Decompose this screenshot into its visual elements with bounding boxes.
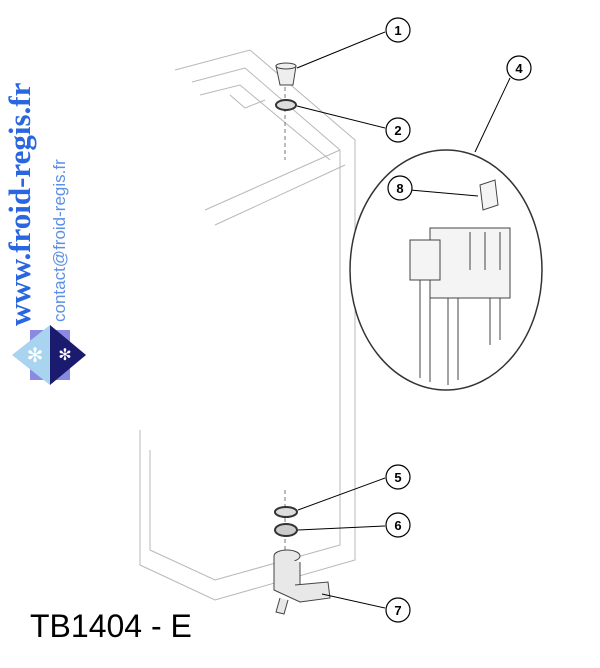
callout-1: 1 [394,23,401,38]
watermark-email: contact@froid-regis.fr [50,159,69,322]
callout-4: 4 [515,61,523,76]
callout-2: 2 [394,123,401,138]
part-7-drain-fitting [273,549,331,615]
callout-bubbles [385,17,532,623]
svg-text:✻: ✻ [27,345,44,367]
detail-view [349,149,543,391]
watermark-site: www.froid-regis.fr [2,82,37,326]
part-6-nut [274,523,298,537]
part-2-washer [275,99,297,111]
part-1-plug [275,62,297,86]
callout-8: 8 [396,181,403,196]
callout-7: 7 [394,603,401,618]
callout-5: 5 [394,470,401,485]
part-5-washer [274,506,298,518]
reference-code: TB1404 - E [30,608,192,644]
cabinet-outline [139,49,356,601]
leader-lines [296,31,511,609]
svg-text:✻: ✻ [58,347,71,364]
snowflake-logo: ✻ ✻ [12,325,86,385]
callout-6: 6 [394,518,401,533]
